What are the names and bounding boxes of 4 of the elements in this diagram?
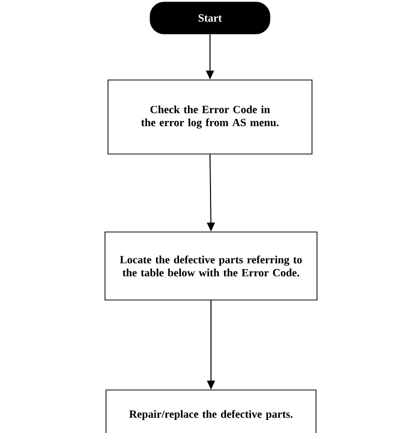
process-box: Repair/replace the defective parts.: [106, 390, 316, 433]
process-box: Locate the defective parts referring to the table below with the Error Code.: [104, 232, 318, 300]
start-terminal: Start: [150, 2, 270, 34]
process-box: Check the Error Code in the error log from AS menu.: [108, 80, 312, 154]
